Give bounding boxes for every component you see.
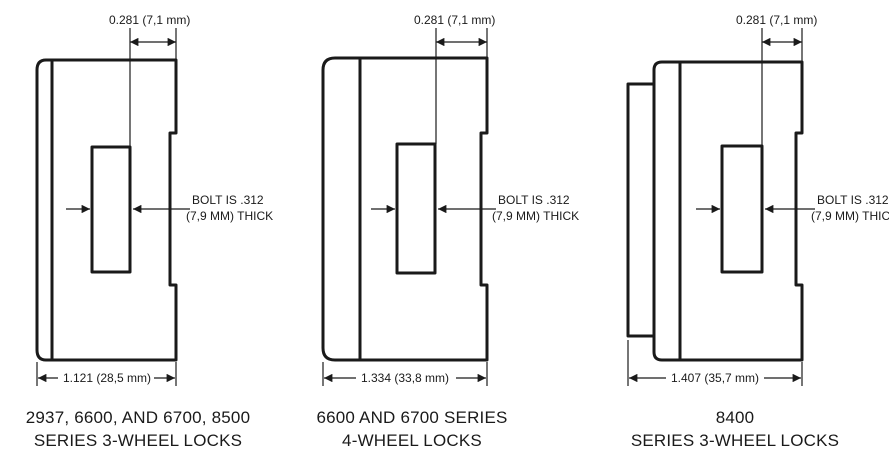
back-plate: [626, 82, 654, 338]
top-dimension-text: 0.281 (7,1 mm): [736, 13, 817, 27]
bolt: [720, 144, 764, 274]
diagram-2: 0.281 (7,1 mm) BOLT IS .312 (7,9 MM) THI…: [316, 13, 579, 450]
caption-line1: 6600 AND 6700 SERIES: [316, 408, 507, 427]
caption-line2: SERIES 3-WHEEL LOCKS: [34, 431, 242, 450]
caption-line1: 2937, 6600, AND 6700, 8500: [26, 408, 251, 427]
bolt: [90, 145, 132, 274]
bolt: [395, 142, 437, 275]
diagram-3: 0.281 (7,1 mm) BOLT IS .312 (7,9 MM) THI…: [626, 13, 889, 450]
bottom-dimension-text: 1.407 (35,7 mm): [671, 371, 759, 385]
bottom-dimension-text: 1.334 (33,8 mm): [361, 371, 449, 385]
bottom-dimension-text: 1.121 (28,5 mm): [63, 371, 151, 385]
bolt-note-line2: (7,9 MM) THICK: [811, 209, 889, 223]
top-dimension-text: 0.281 (7,1 mm): [109, 13, 190, 27]
top-dimension-text: 0.281 (7,1 mm): [414, 13, 495, 27]
bolt-note-line1: BOLT IS .312: [817, 193, 889, 207]
bolt-note-line1: BOLT IS .312: [498, 193, 570, 207]
caption-line1: 8400: [716, 408, 755, 427]
lock-body-outline: [652, 60, 804, 362]
bolt-note-line1: BOLT IS .312: [192, 193, 264, 207]
caption-line2: SERIES 3-WHEEL LOCKS: [631, 431, 839, 450]
bolt-note-line2: (7,9 MM) THICK: [186, 209, 273, 223]
diagram-1: 0.281 (7,1 mm) BOLT IS .312 (7,9 MM) THI…: [26, 13, 273, 450]
lock-body-outline: [321, 56, 489, 362]
lock-body-outline: [35, 58, 178, 362]
caption-line2: 4-WHEEL LOCKS: [342, 431, 482, 450]
bolt-note-line2: (7,9 MM) THICK: [492, 209, 579, 223]
